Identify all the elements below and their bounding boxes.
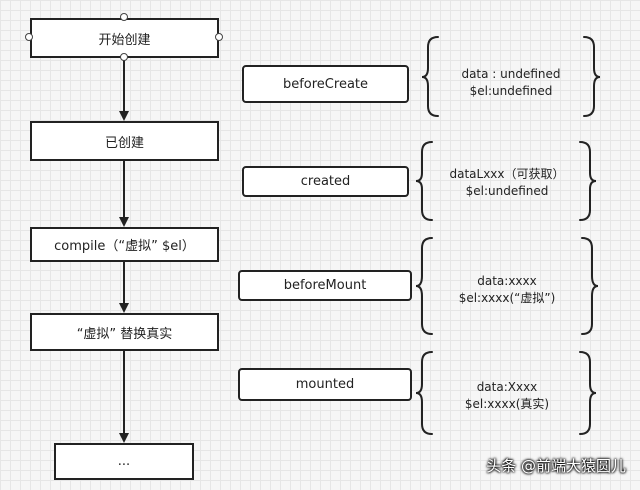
stage-name: mounted bbox=[295, 377, 355, 392]
desc-line: $el:xxxx(“虚拟”) bbox=[458, 291, 556, 305]
stage-before-mount: beforeMount bbox=[238, 270, 412, 301]
watermark: 头条 @前端大猿圆儿 bbox=[486, 457, 626, 475]
flow-step-replace-label: “虚拟” 替换真实 bbox=[76, 326, 173, 342]
desc-line: data : undefined bbox=[461, 67, 561, 81]
flow-step-start-label: 开始创建 bbox=[98, 32, 151, 48]
flow-step-created: 已创建 bbox=[30, 121, 219, 161]
desc-line: $el:undefined bbox=[465, 184, 549, 198]
brace-left-4 bbox=[415, 351, 433, 435]
flow-step-replace: “虚拟” 替换真实 bbox=[30, 313, 219, 351]
stage-before-create: beforeCreate bbox=[242, 65, 409, 103]
braces bbox=[415, 36, 601, 435]
brace-left-3 bbox=[415, 237, 433, 335]
desc-line: $el:xxxx(真实) bbox=[464, 397, 550, 411]
desc-line: data:xxxx bbox=[477, 274, 537, 288]
resize-handle bbox=[120, 53, 128, 61]
resize-handle bbox=[120, 13, 128, 21]
stage-name: beforeCreate bbox=[282, 76, 369, 92]
flow-step-created-label: 已创建 bbox=[104, 135, 144, 151]
flow-step-end-label: ... bbox=[117, 454, 131, 469]
resize-handle bbox=[25, 33, 33, 41]
stage-name: beforeMount bbox=[283, 278, 367, 293]
stage-created: created bbox=[242, 166, 409, 197]
resize-handle bbox=[215, 33, 223, 41]
flow-step-compile-label: compile（“虚拟” $el） bbox=[54, 239, 195, 254]
brace-left-1 bbox=[421, 36, 439, 117]
flow-step-end: ... bbox=[54, 443, 194, 480]
stage-before-mount-desc: data:xxxx $el:xxxx(“虚拟”) bbox=[436, 273, 578, 307]
brace-right-1 bbox=[583, 36, 601, 117]
stage-created-desc: dataLxxx（可获取） $el:undefined bbox=[436, 166, 578, 200]
brace-right-2 bbox=[579, 141, 597, 221]
desc-line: $el:undefined bbox=[469, 84, 553, 98]
desc-line: data:Xxxx bbox=[476, 380, 538, 394]
brace-right-4 bbox=[579, 351, 597, 435]
brace-right-3 bbox=[581, 237, 599, 335]
flow-step-compile: compile（“虚拟” $el） bbox=[30, 227, 219, 262]
stage-mounted-desc: data:Xxxx $el:xxxx(真实) bbox=[436, 379, 578, 413]
stage-before-create-desc: data : undefined $el:undefined bbox=[440, 66, 582, 100]
flow-step-start: 开始创建 bbox=[30, 18, 219, 58]
stage-name: created bbox=[300, 174, 351, 189]
stage-mounted: mounted bbox=[238, 368, 412, 401]
desc-line: dataLxxx（可获取） bbox=[449, 167, 565, 181]
brace-left-2 bbox=[415, 141, 433, 221]
